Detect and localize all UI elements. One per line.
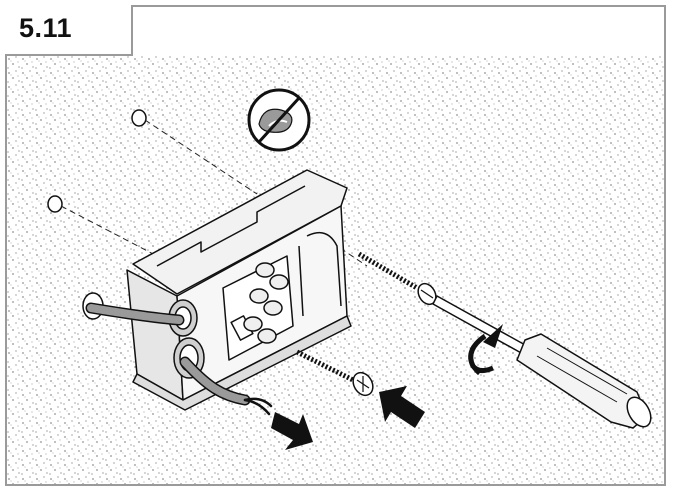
screw-icon-lower [295, 349, 374, 397]
junction-box-icon [126, 169, 352, 411]
illustration [7, 56, 664, 484]
rotation-arrow-icon [468, 324, 503, 376]
step-number: 5.11 [19, 13, 73, 43]
no-sealant-icon [247, 88, 311, 152]
push-arrow-icon [271, 386, 425, 450]
step-number-box: 5.11 [5, 5, 133, 56]
wall-plug-icon [47, 109, 147, 213]
screwdriver-icon [432, 295, 652, 429]
cable-icon [82, 292, 273, 416]
screw-icon [357, 251, 437, 306]
